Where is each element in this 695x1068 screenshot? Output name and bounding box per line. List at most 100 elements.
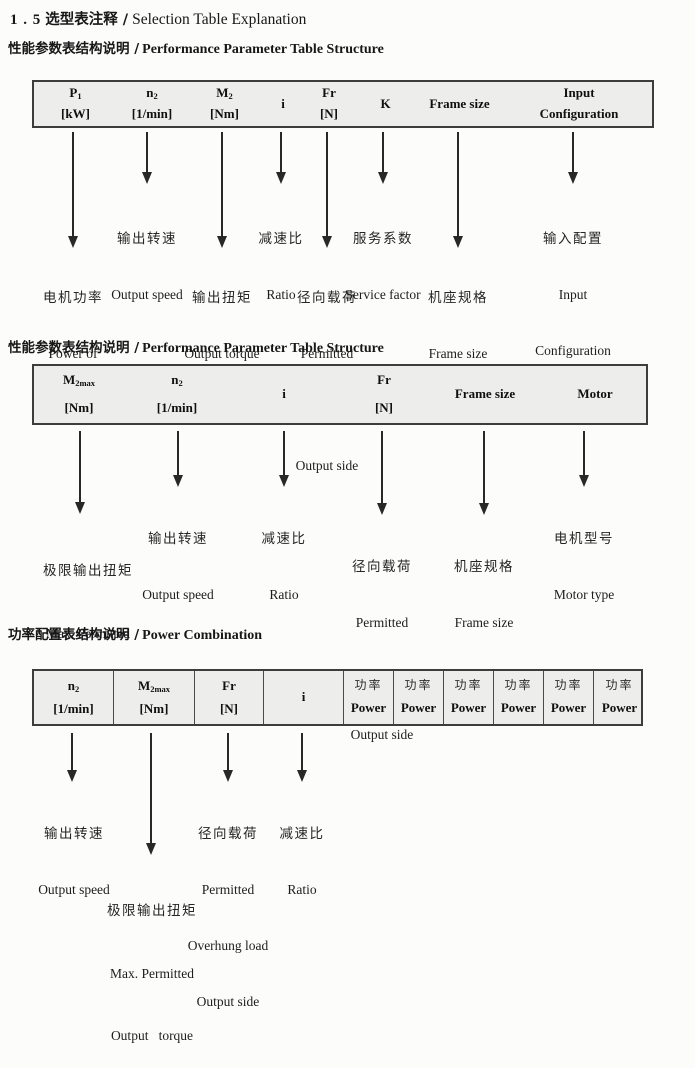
catalog-page: { "title": { "num": "1 . 5", "zh": "选型表注… xyxy=(8,8,654,1044)
callout-max-output-torque: 极限输出扭矩 Max. Permitted Output torque xyxy=(107,859,197,1068)
arrow-head xyxy=(377,503,387,515)
col-power-en: Power xyxy=(550,699,587,715)
callout-line: 径向载荷 xyxy=(351,559,412,576)
arrow-down-icon xyxy=(478,431,490,515)
callout-service-factor: 服务系数 Service factor xyxy=(345,193,420,323)
arrow-shaft xyxy=(71,733,73,770)
col-power-6: 功率 Power xyxy=(594,671,645,724)
col-fr-symbol: Fr xyxy=(222,677,236,693)
page-title-en: Selection Table Explanation xyxy=(132,11,307,28)
arrow-head xyxy=(568,172,578,184)
callout-line: 径向载荷 xyxy=(197,826,258,843)
arrow-head xyxy=(279,475,289,487)
col-ratio-symbol: i xyxy=(301,689,306,705)
callout-overhung-load: 径向载荷 Permitted Overhung load Output side xyxy=(342,521,423,763)
section2-heading-zh: 性能参数表结构说明 / xyxy=(8,340,140,356)
callout-line: Configuration xyxy=(535,343,611,358)
section2-heading-en: Performance Parameter Table Structure xyxy=(142,341,384,356)
col-fr-symbol: Fr xyxy=(377,372,391,388)
callout-line: Output torque xyxy=(184,346,260,362)
callout-line: Permitted xyxy=(201,882,255,898)
col-fr-symbol: Fr xyxy=(322,85,336,101)
col-fr: Fr [N] xyxy=(195,671,264,724)
arrow-head xyxy=(579,475,589,487)
col-m2max-unit: [Nm] xyxy=(64,400,94,415)
col-p1-symbol: P1 xyxy=(69,85,82,102)
arrow-shaft xyxy=(301,733,303,770)
arrow-shaft xyxy=(146,132,148,172)
arrow-shaft xyxy=(326,132,328,236)
arrow-shaft xyxy=(177,431,179,475)
col-input-config: Input Configuration xyxy=(502,82,656,126)
callout-line: Permitted xyxy=(355,615,409,631)
arrow-shaft xyxy=(572,132,574,172)
callout-line: 机座规格 xyxy=(428,290,488,307)
col-m2: M2 [Nm] xyxy=(187,82,262,126)
callout-motor-type: 电机型号 Motor type xyxy=(554,493,614,623)
callout-line: 输入配置 xyxy=(543,231,603,248)
col-power-en: Power xyxy=(400,699,437,715)
callout-line: 电机型号 xyxy=(554,531,614,548)
arrow-shaft xyxy=(227,733,229,770)
section2-heading: 性能参数表结构说明 /Performance Parameter Table S… xyxy=(8,336,384,357)
callout-line: Permitted xyxy=(300,346,354,362)
col-p1: P1 [kW] xyxy=(34,82,117,126)
section1-heading: 性能参数表结构说明 /Performance Parameter Table S… xyxy=(8,37,384,58)
col-fr: Fr [N] xyxy=(304,82,354,126)
arrow-down-icon xyxy=(377,132,389,184)
callout-ratio: 减速比 Ratio xyxy=(259,193,304,323)
callout-line: 机座规格 xyxy=(454,559,514,576)
arrow-head xyxy=(297,770,307,782)
arrow-down-icon xyxy=(145,733,157,855)
callout-line: 减速比 xyxy=(258,231,304,248)
col-n2-symbol: n2 xyxy=(67,677,80,694)
arrow-head xyxy=(67,770,77,782)
callout-line: 电机功率 xyxy=(43,290,103,307)
callout-frame-size: 机座规格 Frame size xyxy=(454,521,514,651)
col-n2: n2 [1/min] xyxy=(124,366,230,423)
arrow-down-icon xyxy=(567,132,579,184)
callout-frame-size: 机座规格 Frame size xyxy=(428,252,488,382)
callout-line: 减速比 xyxy=(279,826,325,843)
arrow-head xyxy=(223,770,233,782)
col-m2-unit: [Nm] xyxy=(210,106,239,121)
callout-line: Ratio xyxy=(266,287,296,303)
col-motor-label: Motor xyxy=(577,386,613,402)
callout-line: 输出转速 xyxy=(117,231,177,248)
callout-line: Output side xyxy=(295,457,359,473)
section1-heading-en: Performance Parameter Table Structure xyxy=(142,42,384,57)
arrow-down-icon xyxy=(74,431,86,514)
col-m2max: M2max [Nm] xyxy=(34,366,124,423)
callout-line: Ratio xyxy=(287,882,317,898)
arrow-down-icon xyxy=(278,431,290,487)
callout-line: Max. Permitted xyxy=(110,965,194,981)
arrow-shaft xyxy=(381,431,383,503)
callout-line: 输出转速 xyxy=(44,826,104,843)
arrow-shaft xyxy=(221,132,223,236)
callout-line: Frame size xyxy=(428,346,488,362)
power-combination-table-header: n2 [1/min] M2max [Nm] Fr [N] i 功率 Power … xyxy=(32,669,643,726)
arrow-head xyxy=(276,172,286,184)
col-p1-unit: [kW] xyxy=(61,106,90,121)
arrow-head xyxy=(146,843,156,855)
section3-heading: 功率配置表结构说明 /Power Combination xyxy=(8,623,262,644)
col-power-zh: 功率 xyxy=(605,678,634,693)
col-power-zh: 功率 xyxy=(554,678,583,693)
col-k: K xyxy=(354,82,417,126)
arrow-shaft xyxy=(150,733,152,843)
arrow-head xyxy=(217,236,227,248)
callout-line: Service factor xyxy=(345,287,421,303)
col-fr-unit: [N] xyxy=(319,106,339,121)
arrow-head xyxy=(68,236,78,248)
callout-output-speed: 输出转速 Output speed xyxy=(38,788,110,918)
col-frame-size: Frame size xyxy=(430,366,540,423)
callout-line: Motor type xyxy=(553,587,615,603)
col-m2max-unit: [Nm] xyxy=(139,700,169,716)
callout-input-config: 输入配置 Input Configuration xyxy=(535,193,611,379)
callout-line: 输出扭矩 xyxy=(192,290,252,307)
arrow-shaft xyxy=(483,431,485,503)
performance-table-header-1: P1 [kW] n2 [1/min] M2 [Nm] i Fr [N] K Fr… xyxy=(32,80,654,128)
callout-ratio: 减速比 Ratio xyxy=(280,788,325,918)
col-m2max: M2max [Nm] xyxy=(114,671,195,724)
